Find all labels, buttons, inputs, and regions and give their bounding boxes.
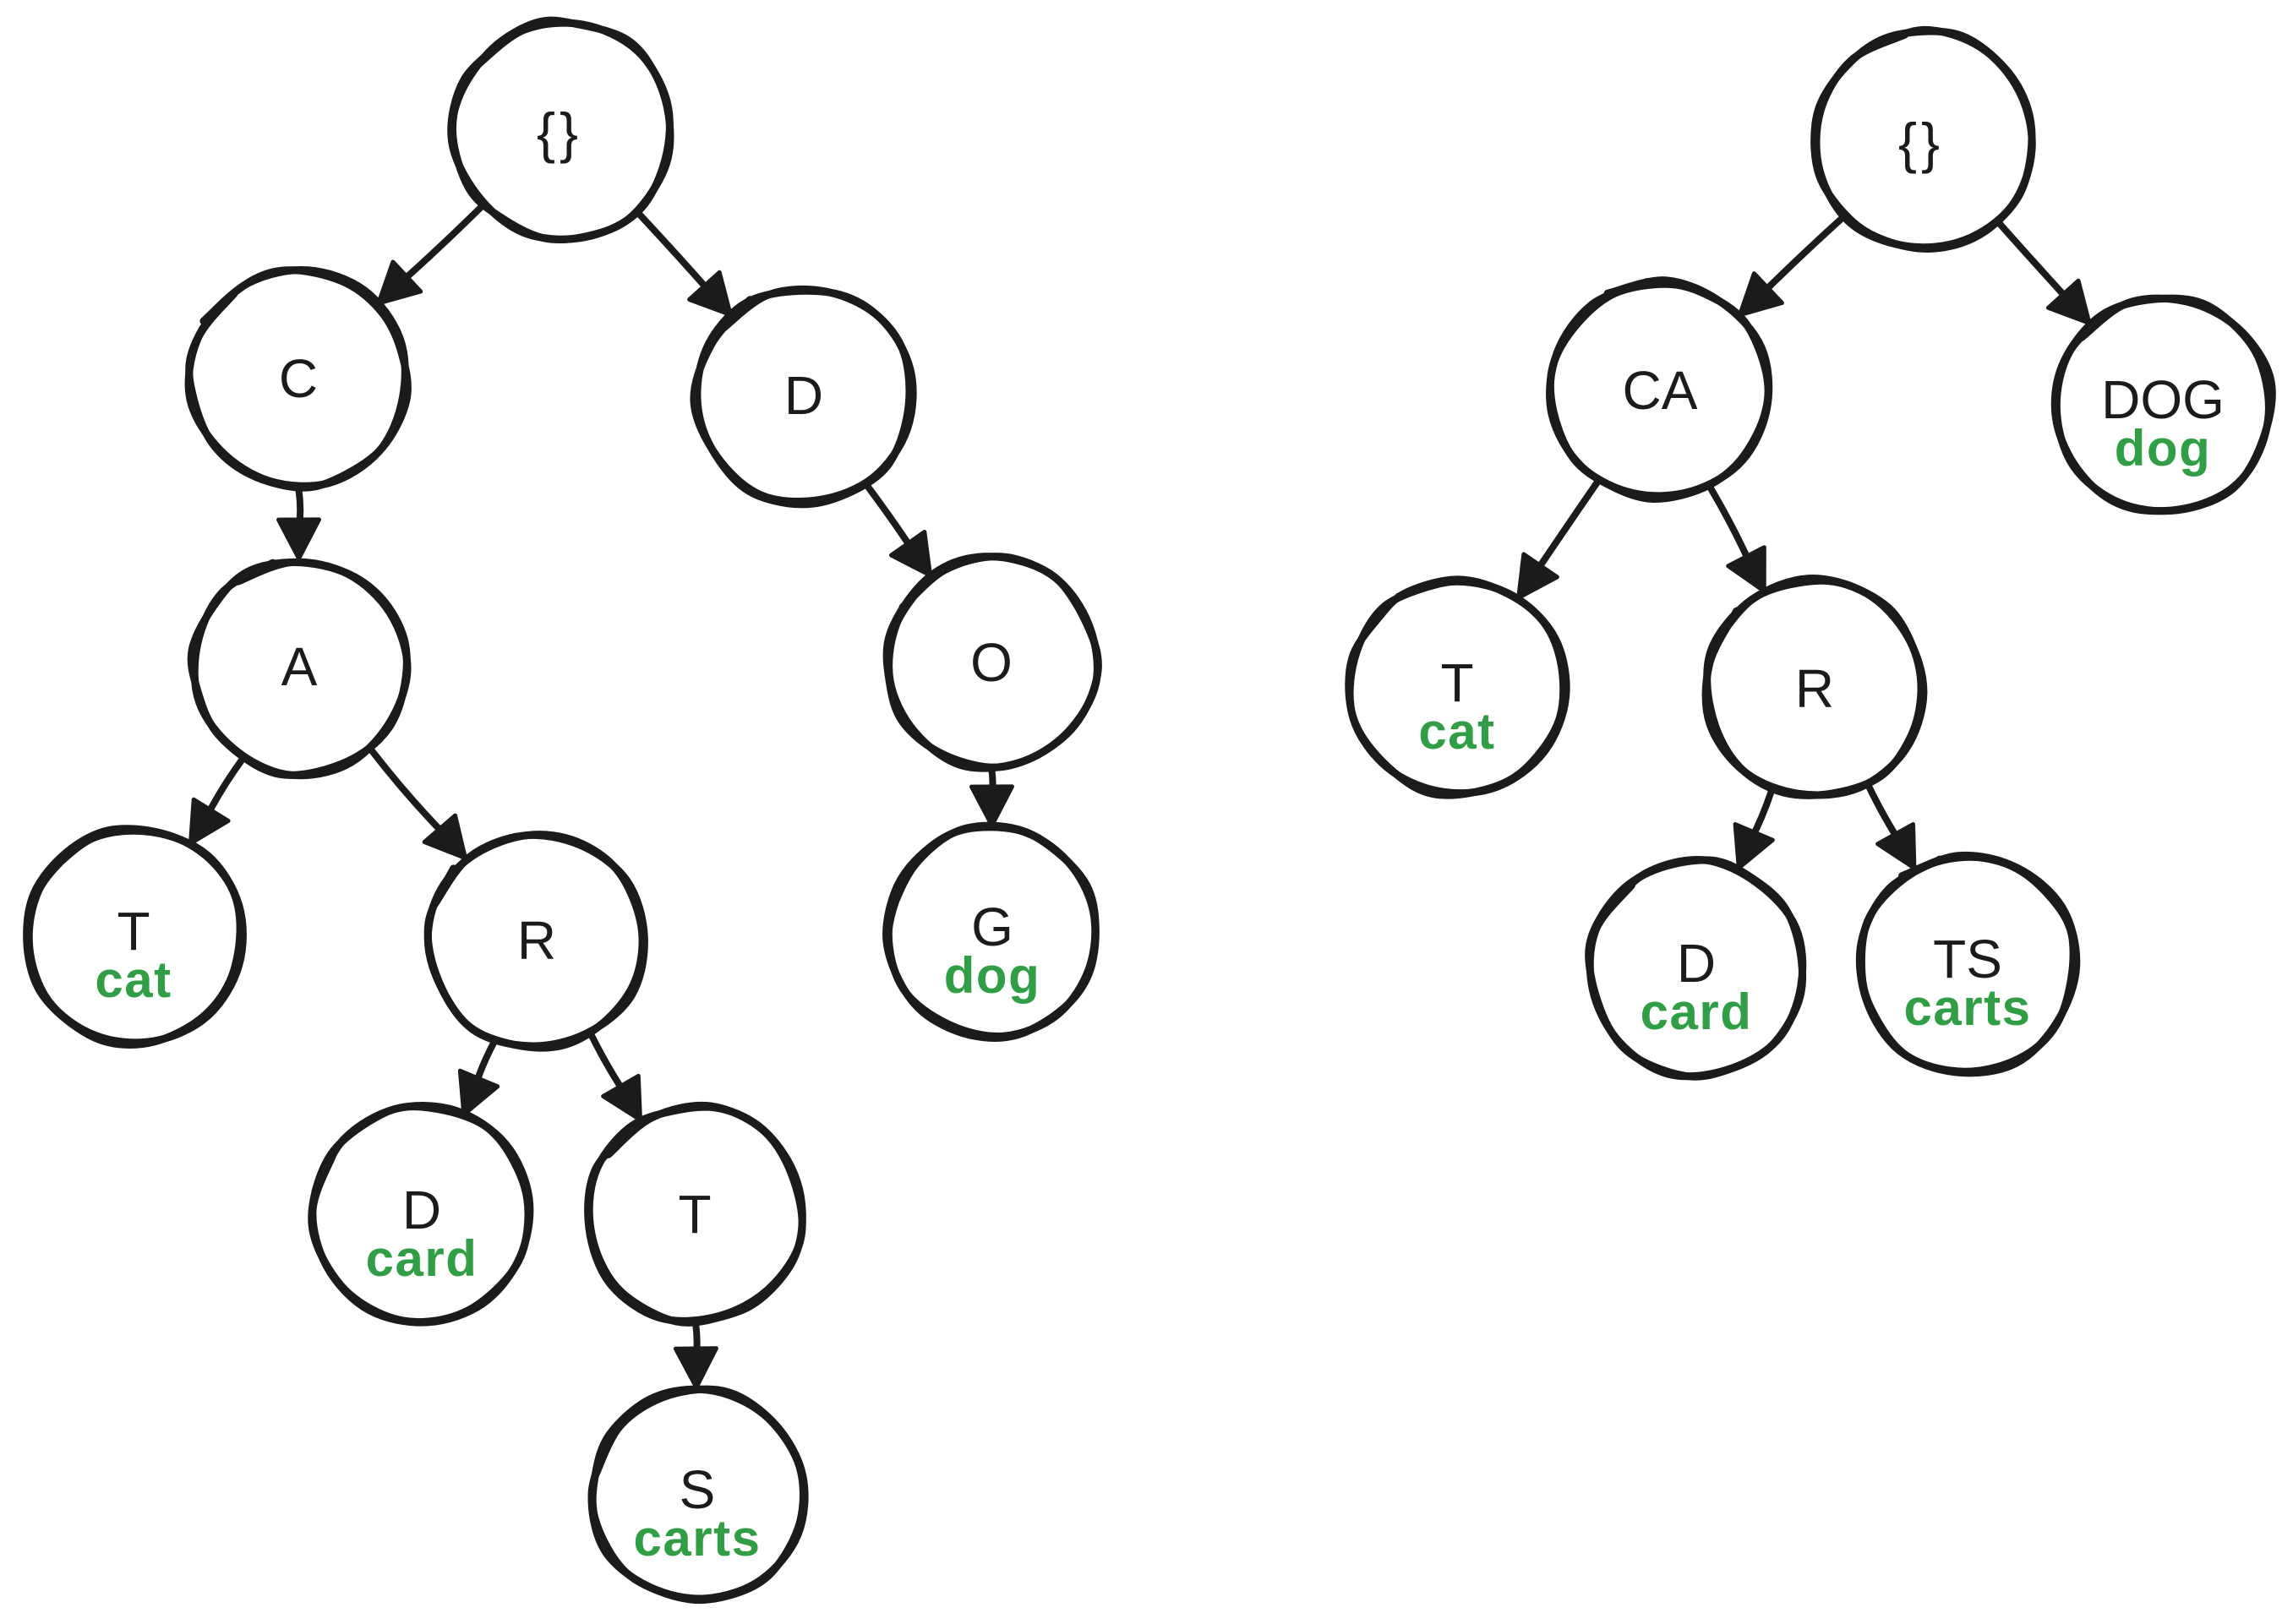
svg-text:card: card: [366, 1230, 478, 1287]
svg-text:D: D: [402, 1180, 441, 1240]
svg-text:TS: TS: [1933, 929, 2002, 989]
svg-text:A: A: [281, 636, 318, 697]
svg-text:C: C: [279, 348, 318, 409]
svg-text:G: G: [971, 896, 1013, 957]
svg-text:{}: {}: [537, 101, 582, 164]
svg-text:O: O: [970, 632, 1013, 693]
svg-text:card: card: [1641, 984, 1753, 1040]
svg-text:cat: cat: [95, 951, 172, 1008]
svg-text:S: S: [680, 1459, 716, 1520]
svg-text:carts: carts: [634, 1510, 762, 1567]
svg-text:DOG: DOG: [2101, 369, 2225, 430]
svg-text:D: D: [784, 365, 823, 426]
svg-text:{}: {}: [1898, 112, 1944, 174]
svg-text:cat: cat: [1418, 703, 1495, 760]
svg-text:T: T: [117, 901, 150, 962]
svg-text:CA: CA: [1623, 360, 1698, 421]
svg-text:carts: carts: [1904, 979, 2032, 1036]
svg-text:R: R: [517, 910, 556, 971]
svg-text:R: R: [1795, 658, 1834, 719]
svg-text:dog: dog: [944, 947, 1040, 1004]
svg-text:T: T: [1440, 652, 1473, 713]
svg-text:D: D: [1677, 933, 1716, 994]
svg-text:T: T: [678, 1184, 711, 1245]
svg-text:dog: dog: [2115, 420, 2211, 477]
